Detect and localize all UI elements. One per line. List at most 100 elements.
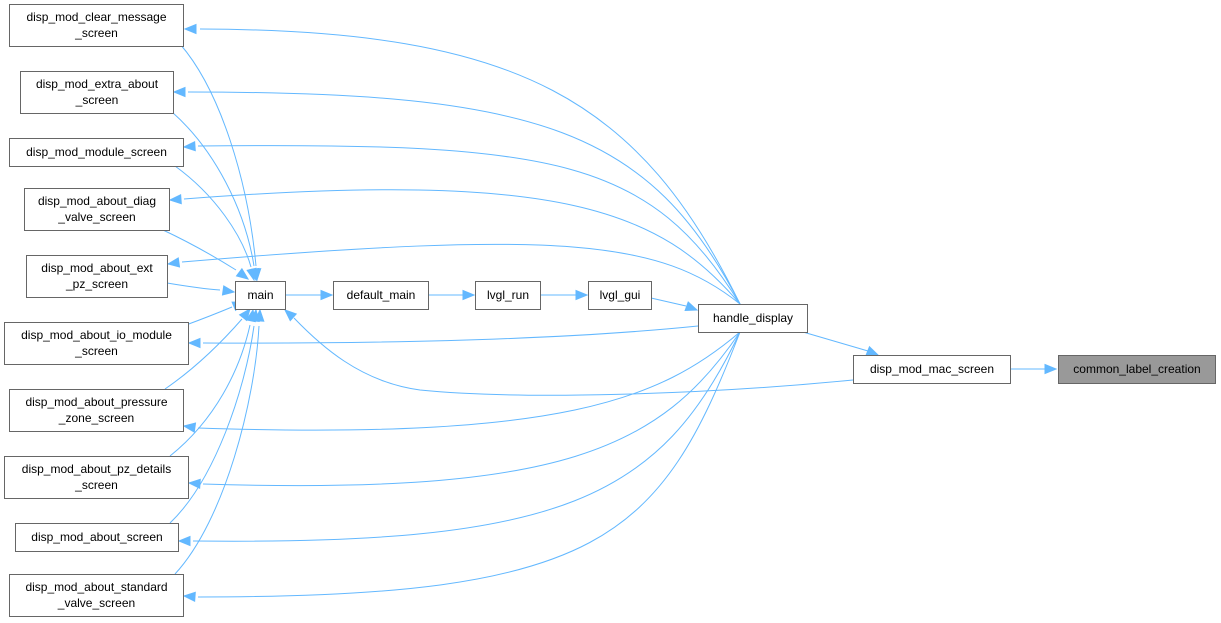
node-disp_mod_extra_about_screen[interactable]: disp_mod_extra_about_screen xyxy=(20,71,174,114)
node-box[interactable] xyxy=(9,574,184,617)
node-box[interactable] xyxy=(9,138,184,167)
edge-handle_display-to-disp_mod_extra_about_screen xyxy=(172,86,741,305)
node-disp_mod_about_io_module_screen[interactable]: disp_mod_about_io_module_screen xyxy=(4,322,189,365)
node-box[interactable] xyxy=(1058,355,1216,384)
node-label: disp_mod_module_screen xyxy=(26,145,167,159)
node-label: disp_mod_about_ext xyxy=(41,261,153,275)
node-disp_mod_clear_message_screen[interactable]: disp_mod_clear_message_screen xyxy=(9,4,184,47)
node-disp_mod_about_standard_valve_screen[interactable]: disp_mod_about_standard_valve_screen xyxy=(9,574,184,617)
node-label: disp_mod_about_pz_details xyxy=(22,462,171,476)
node-handle_display[interactable]: handle_display xyxy=(698,304,808,333)
node-disp_mod_module_screen[interactable]: disp_mod_module_screen xyxy=(9,138,184,167)
arrow-head xyxy=(221,285,236,296)
node-disp_mod_mac_screen[interactable]: disp_mod_mac_screen xyxy=(853,355,1011,384)
node-box[interactable] xyxy=(853,355,1011,384)
edge-line xyxy=(293,317,854,396)
arrow-head xyxy=(183,23,197,35)
edge-line xyxy=(181,243,741,305)
node-default_main[interactable]: default_main xyxy=(333,281,429,310)
edge-disp_mod_about_ext_pz_screen-to-main xyxy=(166,282,236,296)
edge-line xyxy=(197,331,741,431)
arrow-head xyxy=(284,309,298,322)
node-main[interactable]: main xyxy=(235,281,286,310)
edge-line xyxy=(164,318,243,390)
node-disp_mod_about_pressure_zone_screen[interactable]: disp_mod_about_pressure _zone_screen xyxy=(9,389,184,432)
edge-line xyxy=(174,325,260,575)
node-lvgl_gui[interactable]: lvgl_gui xyxy=(588,281,652,310)
arrow-head xyxy=(684,301,699,311)
edge-handle_display-to-disp_mod_about_diag_valve_screen xyxy=(168,189,741,305)
edge-lvgl_gui-to-handle_display xyxy=(650,297,699,311)
edge-disp_mod_extra_about_screen-to-main xyxy=(171,111,260,282)
node-box[interactable] xyxy=(333,281,429,310)
node-label: lvgl_gui xyxy=(600,288,641,302)
node-disp_mod_about_screen[interactable]: disp_mod_about_screen xyxy=(15,523,179,552)
edge-disp_mod_about_standard_valve_screen-to-main xyxy=(174,308,265,575)
edge-line xyxy=(174,165,252,268)
node-label: disp_mod_about_screen xyxy=(31,530,162,544)
edge-handle_display-to-disp_mod_clear_message_screen xyxy=(183,23,741,305)
arrow-head xyxy=(254,308,265,322)
node-box[interactable] xyxy=(698,304,808,333)
edge-disp_mod_mac_screen-to-main xyxy=(284,309,854,396)
node-box[interactable] xyxy=(20,71,174,114)
node-label: disp_mod_about_diag xyxy=(38,194,156,208)
arrow-head xyxy=(182,140,196,152)
edge-disp_mod_mac_screen-to-common_label_creation xyxy=(1010,363,1058,375)
edge-line xyxy=(183,189,741,305)
node-label: disp_mod_about_pressure xyxy=(25,395,167,409)
node-box[interactable] xyxy=(588,281,652,310)
edge-handle_display-to-disp_mod_about_screen xyxy=(177,331,741,547)
node-label: _pz_screen xyxy=(65,277,128,291)
edge-line xyxy=(179,43,257,267)
node-box[interactable] xyxy=(24,188,170,231)
node-label: _zone_screen xyxy=(58,411,134,425)
node-box[interactable] xyxy=(4,456,189,499)
node-box[interactable] xyxy=(235,281,286,310)
arrow-head xyxy=(320,289,334,301)
node-box[interactable] xyxy=(15,523,179,552)
node-label: common_label_creation xyxy=(1073,362,1200,376)
node-box[interactable] xyxy=(9,4,184,47)
arrow-head xyxy=(182,591,196,603)
arrow-head xyxy=(187,337,201,349)
edge-handle_display-to-disp_mod_module_screen xyxy=(182,140,741,305)
edge-disp_mod_about_diag_valve_screen-to-main xyxy=(162,229,250,280)
node-common_label_creation[interactable]: common_label_creation xyxy=(1058,355,1216,384)
arrow-head xyxy=(182,422,197,433)
edge-line xyxy=(192,331,741,542)
node-label: _screen xyxy=(74,26,118,40)
node-lvgl_run[interactable]: lvgl_run xyxy=(475,281,541,310)
edge-line xyxy=(650,297,687,307)
node-box[interactable] xyxy=(26,255,168,298)
edge-line xyxy=(169,324,251,457)
node-disp_mod_about_ext_pz_screen[interactable]: disp_mod_about_ext _pz_screen xyxy=(26,255,168,298)
edge-line xyxy=(197,331,741,598)
node-disp_mod_about_diag_valve_screen[interactable]: disp_mod_about_diag_valve_screen xyxy=(24,188,170,231)
edge-line xyxy=(202,325,699,344)
edge-handle_display-to-disp_mod_about_pressure_zone_screen xyxy=(182,331,741,433)
edge-line xyxy=(187,91,741,305)
edge-line xyxy=(169,325,255,524)
edge-line xyxy=(166,282,221,291)
node-label: disp_mod_extra_about xyxy=(36,77,159,91)
arrow-head xyxy=(246,267,257,282)
edge-default_main-to-lvgl_run xyxy=(428,289,476,301)
arrow-head xyxy=(168,193,182,205)
node-box[interactable] xyxy=(9,389,184,432)
edge-line xyxy=(199,28,741,305)
node-label: handle_display xyxy=(713,311,793,325)
node-box[interactable] xyxy=(475,281,541,310)
edge-handle_display-to-disp_mod_about_pz_details_screen xyxy=(187,331,741,490)
arrow-head xyxy=(172,86,186,98)
arrow-head xyxy=(166,257,181,268)
node-box[interactable] xyxy=(4,322,189,365)
arrow-head xyxy=(1044,363,1058,375)
node-label: disp_mod_about_io_module xyxy=(21,328,172,342)
edge-line xyxy=(202,331,741,487)
edge-handle_display-to-disp_mod_mac_screen xyxy=(802,331,880,356)
edge-main-to-default_main xyxy=(285,289,334,301)
edge-line xyxy=(197,145,741,305)
node-disp_mod_about_pz_details_screen[interactable]: disp_mod_about_pz_details_screen xyxy=(4,456,189,499)
